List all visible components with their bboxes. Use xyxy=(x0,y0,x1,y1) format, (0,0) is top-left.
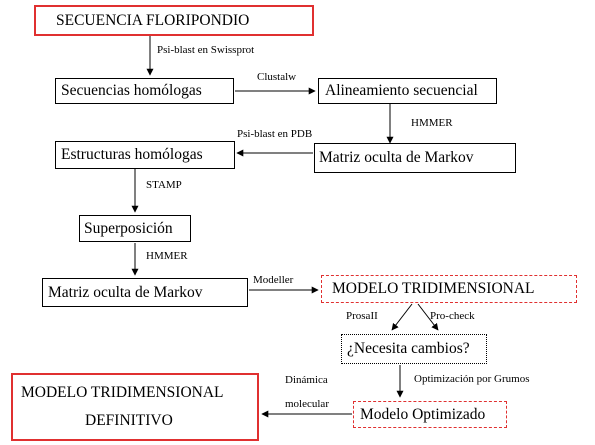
edge-label-stamp: STAMP xyxy=(146,179,182,191)
edge-label-dinamica: Dinámica molecular xyxy=(285,368,329,416)
node-estructuras-homologas: Estructuras homólogas xyxy=(55,141,235,169)
arrow-modelo-to-necesita-left xyxy=(391,303,413,331)
node-secuencia-floripondio: SECUENCIA FLORIPONDIO xyxy=(34,5,314,36)
edge-label-psiblast-pdb: Psi-blast en PDB xyxy=(237,128,313,140)
node-label: Estructuras homólogas xyxy=(61,146,203,163)
edge-label-modeller: Modeller xyxy=(253,274,294,286)
node-matriz-markov-2: Matriz oculta de Markov xyxy=(42,278,248,307)
node-label: Matriz oculta de Markov xyxy=(48,283,203,301)
edge-label-optimizacion: Optimización por Grumos xyxy=(414,373,530,385)
node-label: Secuencias homólogas xyxy=(61,82,202,99)
arrow-modelo-to-necesita-right xyxy=(417,303,439,331)
node-label: ¿Necesita cambios? xyxy=(347,340,470,357)
edge-label-procheck: Pro-check xyxy=(430,310,475,322)
edge-label-clustalw: Clustalw xyxy=(257,71,297,83)
node-modelo-optimizado: Modelo Optimizado xyxy=(353,401,507,428)
node-alineamiento-secuencial: Alineamiento secuencial xyxy=(318,78,497,104)
edge-label-hmmer-1: HMMER xyxy=(411,117,453,129)
node-modelo-tridimensional: MODELO TRIDIMENSIONAL xyxy=(321,275,577,303)
node-matriz-markov-1: Matriz oculta de Markov xyxy=(314,143,516,173)
node-label: SECUENCIA FLORIPONDIO xyxy=(56,11,250,29)
node-secuencias-homologas: Secuencias homólogas xyxy=(55,78,234,104)
edge-label-psiblast-swissprot: Psi-blast en Swissprot xyxy=(157,44,255,56)
node-label: Alineamiento secuencial xyxy=(325,82,478,99)
node-label: Superposición xyxy=(84,219,173,237)
node-necesita-cambios: ¿Necesita cambios? xyxy=(341,334,487,364)
node-modelo-definitivo: MODELO TRIDIMENSIONAL DEFINITIVO xyxy=(11,373,259,441)
node-label-line2: DEFINITIVO xyxy=(85,412,173,429)
edge-label-hmmer-2: HMMER xyxy=(146,250,188,262)
edge-label-prosall: ProsaII xyxy=(346,310,378,322)
node-label: MODELO TRIDIMENSIONAL xyxy=(332,280,535,297)
node-label: Matriz oculta de Markov xyxy=(319,149,474,166)
node-label-line1: MODELO TRIDIMENSIONAL xyxy=(21,384,224,401)
edge-label-dinamica-line1: Dinámica xyxy=(285,374,328,386)
edge-label-dinamica-line2: molecular xyxy=(285,398,329,410)
node-superposicion: Superposición xyxy=(79,215,191,242)
node-label: Modelo Optimizado xyxy=(360,405,486,423)
